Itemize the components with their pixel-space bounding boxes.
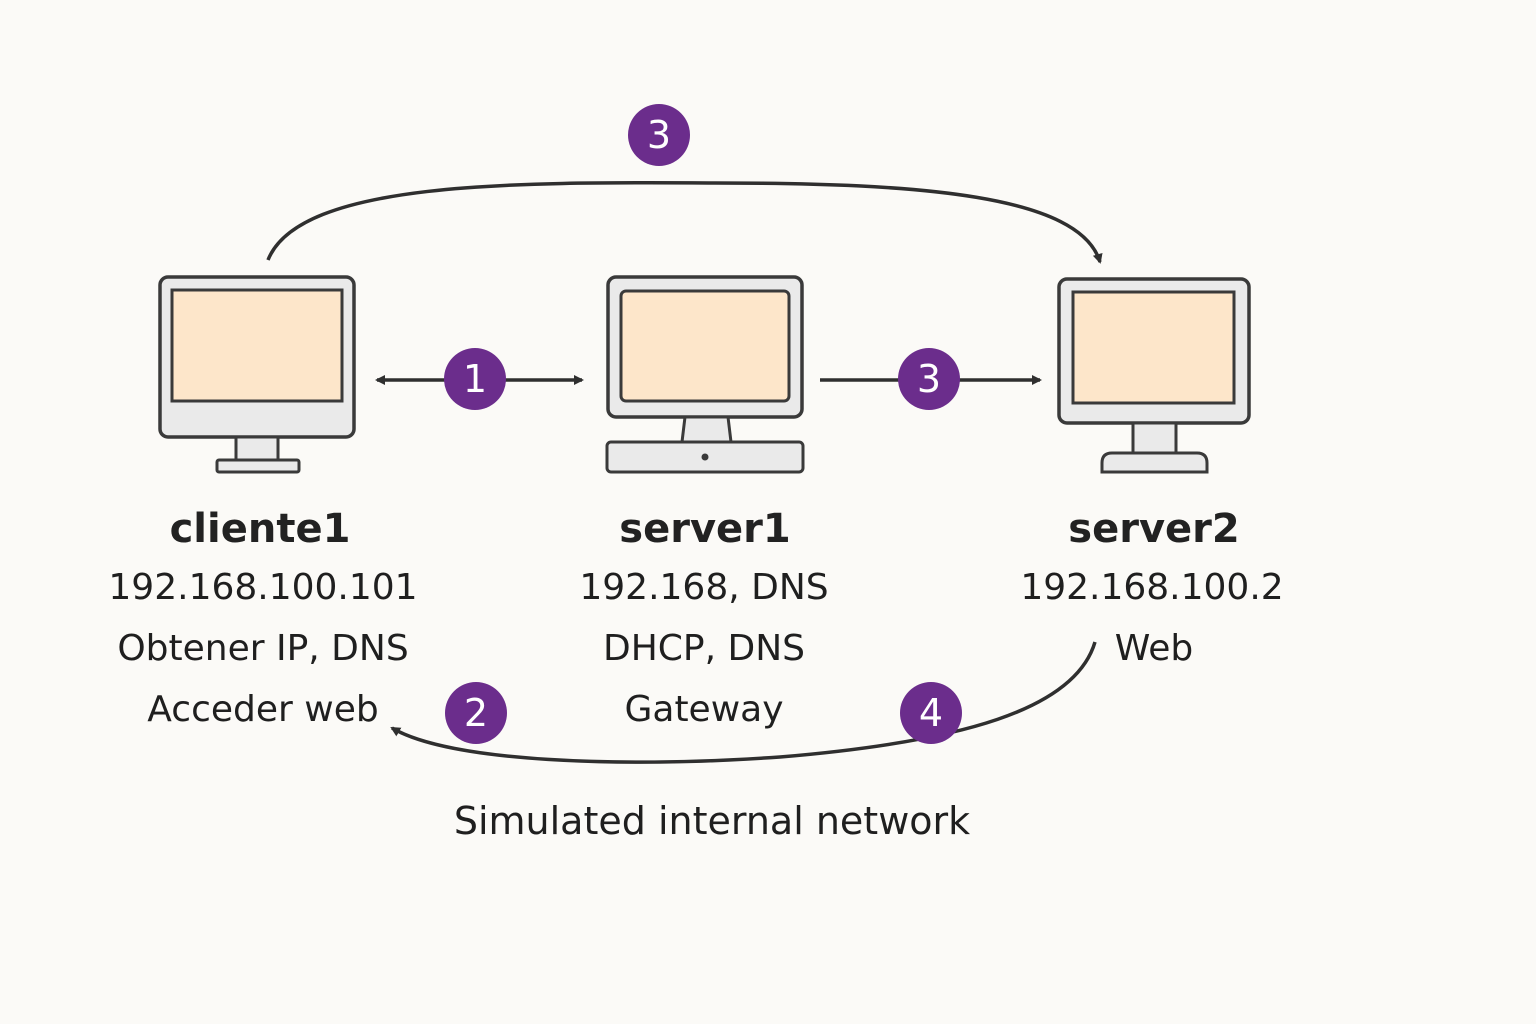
cliente1-name: cliente1 xyxy=(169,506,351,552)
server2-ip: 192.168.100.2 xyxy=(1020,567,1284,608)
step-badge-3-top: 3 xyxy=(628,104,690,166)
step-badge-2: 2 xyxy=(445,682,507,744)
step-badge-3-middle: 3 xyxy=(898,348,960,410)
connector-cliente1-to-server2 xyxy=(266,180,1103,264)
step-badge-4: 4 xyxy=(900,682,962,744)
server1-role-line-1: DHCP, DNS xyxy=(602,628,806,669)
step-badge-1: 1 xyxy=(444,348,506,410)
connector-server2-to-cliente1 xyxy=(390,641,1097,764)
cliente1-ip: 192.168.100.101 xyxy=(108,567,418,608)
server2-name: server2 xyxy=(1068,506,1240,552)
server1-role-line-2: Gateway xyxy=(624,689,784,730)
cliente1-role-line-2: Acceder web xyxy=(147,689,379,730)
server1-desktop-computer-icon xyxy=(605,275,805,474)
cliente1-monitor-icon xyxy=(158,275,356,474)
diagram-caption: Simulated internal network xyxy=(453,799,971,843)
cliente1-role-line-1: Obtener IP, DNS xyxy=(117,628,409,669)
server1-name: server1 xyxy=(619,506,791,552)
server2-role-line-1: Web xyxy=(1114,628,1194,669)
server1-ip: 192.168, DNS xyxy=(579,567,829,608)
server2-monitor-icon xyxy=(1057,277,1251,474)
